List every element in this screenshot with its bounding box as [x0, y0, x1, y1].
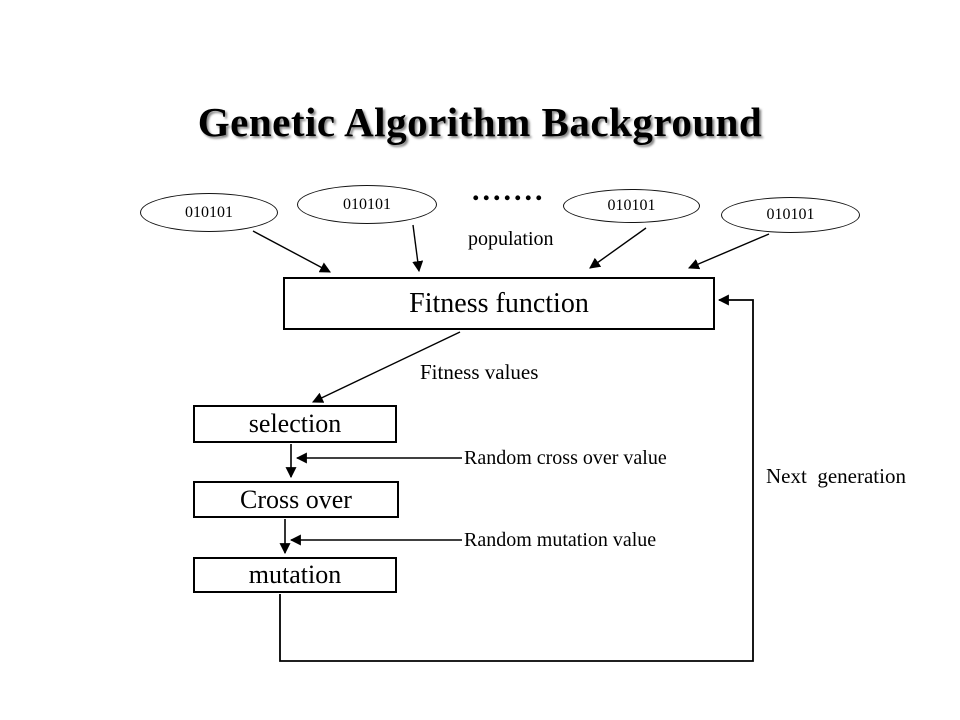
- mutation-box: mutation: [193, 557, 397, 593]
- cross-over-box: Cross over: [193, 481, 399, 518]
- page-title: Genetic Algorithm Background: [197, 99, 763, 145]
- next-generation-label: Next generation: [766, 464, 906, 488]
- population-label: population: [468, 228, 554, 250]
- arrow-chromosome2-to-fitness: [412, 224, 424, 273]
- arrow-chromosome4-to-fitness: [687, 233, 770, 270]
- chromosome-label: 010101: [607, 197, 656, 214]
- chromosome-ellipse-2: 010101: [297, 185, 437, 224]
- chromosome-label: 010101: [343, 195, 391, 213]
- arrow-chromosome1-to-fitness: [252, 230, 331, 273]
- selection-label: selection: [248, 409, 342, 438]
- selection-box: selection: [193, 405, 397, 443]
- chromosome-ellipse-1: 010101: [140, 193, 278, 232]
- chromosome-label: 010101: [766, 206, 815, 223]
- mutation-label: mutation: [248, 560, 342, 589]
- chromosome-ellipse-3: 010101: [563, 189, 700, 223]
- arrow-chromosome3-to-fitness: [589, 227, 647, 269]
- chromosome-ellipse-4: 010101: [721, 197, 860, 233]
- random-mutation-value-label: Random mutation value: [464, 529, 657, 551]
- fitness-values-label: Fitness values: [420, 360, 539, 384]
- fitness-function-label: Fitness function: [409, 287, 589, 319]
- ellipsis-dots: .......: [472, 174, 546, 207]
- cross-over-label: Cross over: [240, 484, 352, 514]
- random-cross-over-value-label: Random cross over value: [464, 447, 667, 469]
- chromosome-label: 010101: [185, 203, 233, 221]
- fitness-function-box: Fitness function: [283, 277, 715, 330]
